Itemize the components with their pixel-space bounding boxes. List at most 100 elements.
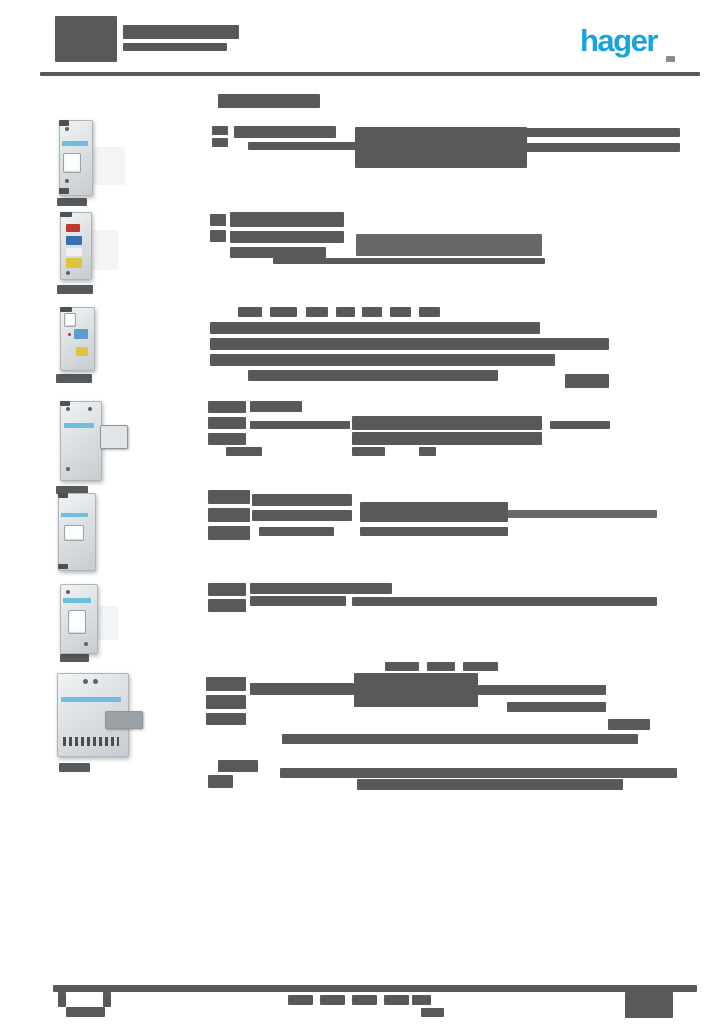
list-icon-bar — [208, 775, 233, 788]
footer-page-info-bar — [384, 995, 409, 1005]
footer-rule — [53, 985, 697, 992]
text-line-bar — [352, 597, 657, 606]
stripe-part — [62, 141, 88, 146]
text-line-bar — [210, 322, 540, 334]
logo-registered-mark — [666, 56, 675, 62]
chip-part — [74, 329, 88, 339]
text-line-bar — [565, 374, 609, 388]
handle-part — [100, 425, 128, 449]
toggle-part — [64, 525, 84, 541]
screw-part — [68, 333, 71, 336]
text-line-bar — [250, 421, 350, 429]
text-line-bar — [230, 212, 344, 227]
screw-part — [66, 271, 70, 275]
product-photo-changeover-switch — [55, 671, 147, 759]
text-line-bar — [273, 258, 545, 264]
text-line-bar — [230, 247, 326, 258]
text-line-bar — [508, 510, 657, 518]
text-line-bar — [280, 768, 677, 778]
cap-part — [59, 188, 69, 194]
text-line-bar — [360, 527, 508, 536]
stripe-part — [64, 423, 94, 428]
footer-page-info-bar — [421, 1008, 444, 1017]
text-line-bar — [362, 307, 382, 317]
panel-part — [88, 230, 118, 270]
text-line-bar — [520, 128, 680, 137]
text-line-bar — [427, 662, 455, 671]
toggle-part — [64, 313, 76, 327]
list-icon-bar — [208, 508, 250, 522]
section-heading-bar — [218, 94, 320, 108]
doc-title-block — [55, 16, 117, 62]
cap-part — [60, 212, 72, 217]
text-line-bar — [507, 702, 606, 712]
text-line-bar — [419, 447, 436, 456]
product-photo-impulse-relay — [58, 582, 118, 654]
screw-part — [93, 679, 98, 684]
product-ref-bar — [60, 654, 89, 662]
text-line-bar — [248, 370, 498, 381]
vents-part — [63, 737, 119, 746]
text-block-bar — [360, 502, 508, 522]
product-ref-bar — [56, 486, 88, 494]
handle-part — [105, 711, 143, 729]
screw-part — [83, 679, 88, 684]
text-block-bar — [352, 432, 542, 445]
list-icon-bar — [206, 713, 246, 725]
cap-part — [60, 307, 72, 312]
text-line-bar — [390, 307, 411, 317]
doc-subtitle-line — [123, 43, 227, 51]
header-rule — [40, 72, 700, 76]
chip-part — [76, 347, 88, 356]
text-line-bar — [234, 126, 336, 138]
product-photo-breaker — [58, 303, 120, 373]
footer-page-info-bar — [352, 995, 377, 1005]
cap-part — [59, 120, 69, 126]
chip-part — [66, 236, 82, 245]
screw-part — [65, 179, 69, 183]
screw-part — [88, 407, 92, 411]
text-line-bar — [230, 231, 344, 243]
text-line-bar — [250, 683, 354, 695]
toggle-part — [68, 610, 86, 634]
doc-title-line — [123, 25, 239, 39]
text-line-bar — [352, 447, 385, 456]
cap-part — [58, 564, 68, 569]
list-icon-bar — [208, 417, 246, 429]
text-line-bar — [478, 685, 606, 695]
text-line-bar — [463, 662, 498, 671]
text-line-bar — [210, 338, 609, 350]
list-icon-bar — [210, 230, 226, 242]
pbody-part — [60, 212, 92, 280]
product-photo-module — [56, 491, 111, 571]
list-icon-bar — [208, 490, 250, 504]
text-line-bar — [419, 307, 440, 317]
text-line-bar — [250, 583, 392, 594]
text-line-bar — [520, 143, 680, 152]
list-icon-bar — [212, 126, 228, 135]
screw-part — [66, 467, 70, 471]
list-icon-bar — [212, 138, 228, 147]
text-line-bar — [250, 401, 302, 412]
chip-part — [66, 224, 80, 232]
footer-left-tab — [58, 992, 66, 1007]
list-icon-bar — [208, 599, 246, 612]
footer-page-info-bar — [412, 995, 431, 1005]
product-ref-bar — [57, 198, 87, 206]
product-photo-fuse-carrier — [58, 210, 120, 282]
product-ref-bar — [59, 763, 90, 772]
text-line-bar — [336, 307, 355, 317]
screw-part — [66, 590, 70, 594]
panel-part — [89, 147, 125, 185]
text-line-bar — [252, 510, 352, 521]
text-line-bar — [226, 447, 262, 456]
text-line-bar — [282, 734, 638, 744]
stripe-part — [63, 598, 91, 603]
product-ref-bar — [56, 374, 92, 383]
chip-part — [66, 248, 82, 256]
text-line-bar — [306, 307, 328, 317]
product-ref-bar — [57, 285, 93, 294]
text-line-bar — [550, 421, 610, 429]
text-line-bar — [270, 307, 297, 317]
